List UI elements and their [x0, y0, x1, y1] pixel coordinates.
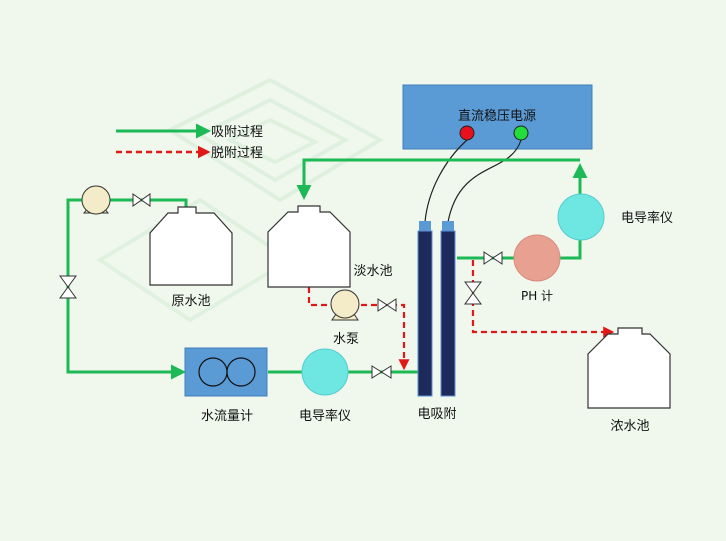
water-pump-label: 水泵: [333, 332, 359, 347]
positive-wire: [447, 139, 522, 223]
concentrate-tank: 浓水池: [587, 327, 671, 434]
positive-terminal-led: [513, 125, 529, 141]
water-flowmeter: 水流量计: [184, 347, 268, 424]
conductivity-outlet-label: 电导率仪: [621, 210, 673, 226]
electrode-plate-left: [417, 230, 433, 397]
valve-right-outlet: [483, 251, 503, 265]
conductivity-inlet-label: 电导率仪: [299, 408, 351, 424]
raw-tank-label: 原水池: [171, 294, 210, 309]
concentrate-tank-label: 浓水池: [610, 419, 649, 434]
legend-desorption-label: 脱附过程: [211, 146, 263, 161]
legend-adsorption-label: 吸附过程: [211, 125, 263, 140]
valve-bottom-inlet: [371, 365, 392, 379]
electrode-plate-right: [440, 230, 456, 397]
electrosorption-module: 电吸附: [417, 221, 457, 422]
electrosorption-label: 电吸附: [417, 407, 456, 422]
raw-water-tank: 原水池: [149, 206, 233, 309]
dc-power-supply: 直流稳压电源: [402, 84, 593, 150]
ph-meter: PH 计: [513, 234, 561, 303]
fresh-tank-label: 淡水池: [353, 264, 392, 279]
conductivity-meter-outlet: 电导率仪: [557, 193, 673, 241]
conductivity-meter-inlet: 电导率仪: [299, 348, 351, 424]
valve-pump-outlet: [377, 298, 397, 312]
circulation-pump: [81, 185, 111, 215]
electrode-cap-right: [442, 221, 454, 231]
water-pump: 水泵: [330, 289, 360, 347]
power-supply-label: 直流稳压电源: [458, 108, 536, 124]
negative-terminal-led: [459, 125, 475, 141]
legend: 吸附过程 脱附过程: [116, 123, 263, 161]
valve-right-vertical: [464, 281, 482, 305]
negative-wire: [424, 139, 468, 223]
valve-top-left: [132, 193, 151, 207]
fresh-water-tank: 淡水池: [267, 205, 393, 288]
electrode-cap-left: [419, 221, 431, 231]
flowmeter-label: 水流量计: [201, 409, 253, 424]
ph-meter-label: PH 计: [521, 289, 553, 303]
valve-left-vertical: [59, 275, 77, 299]
